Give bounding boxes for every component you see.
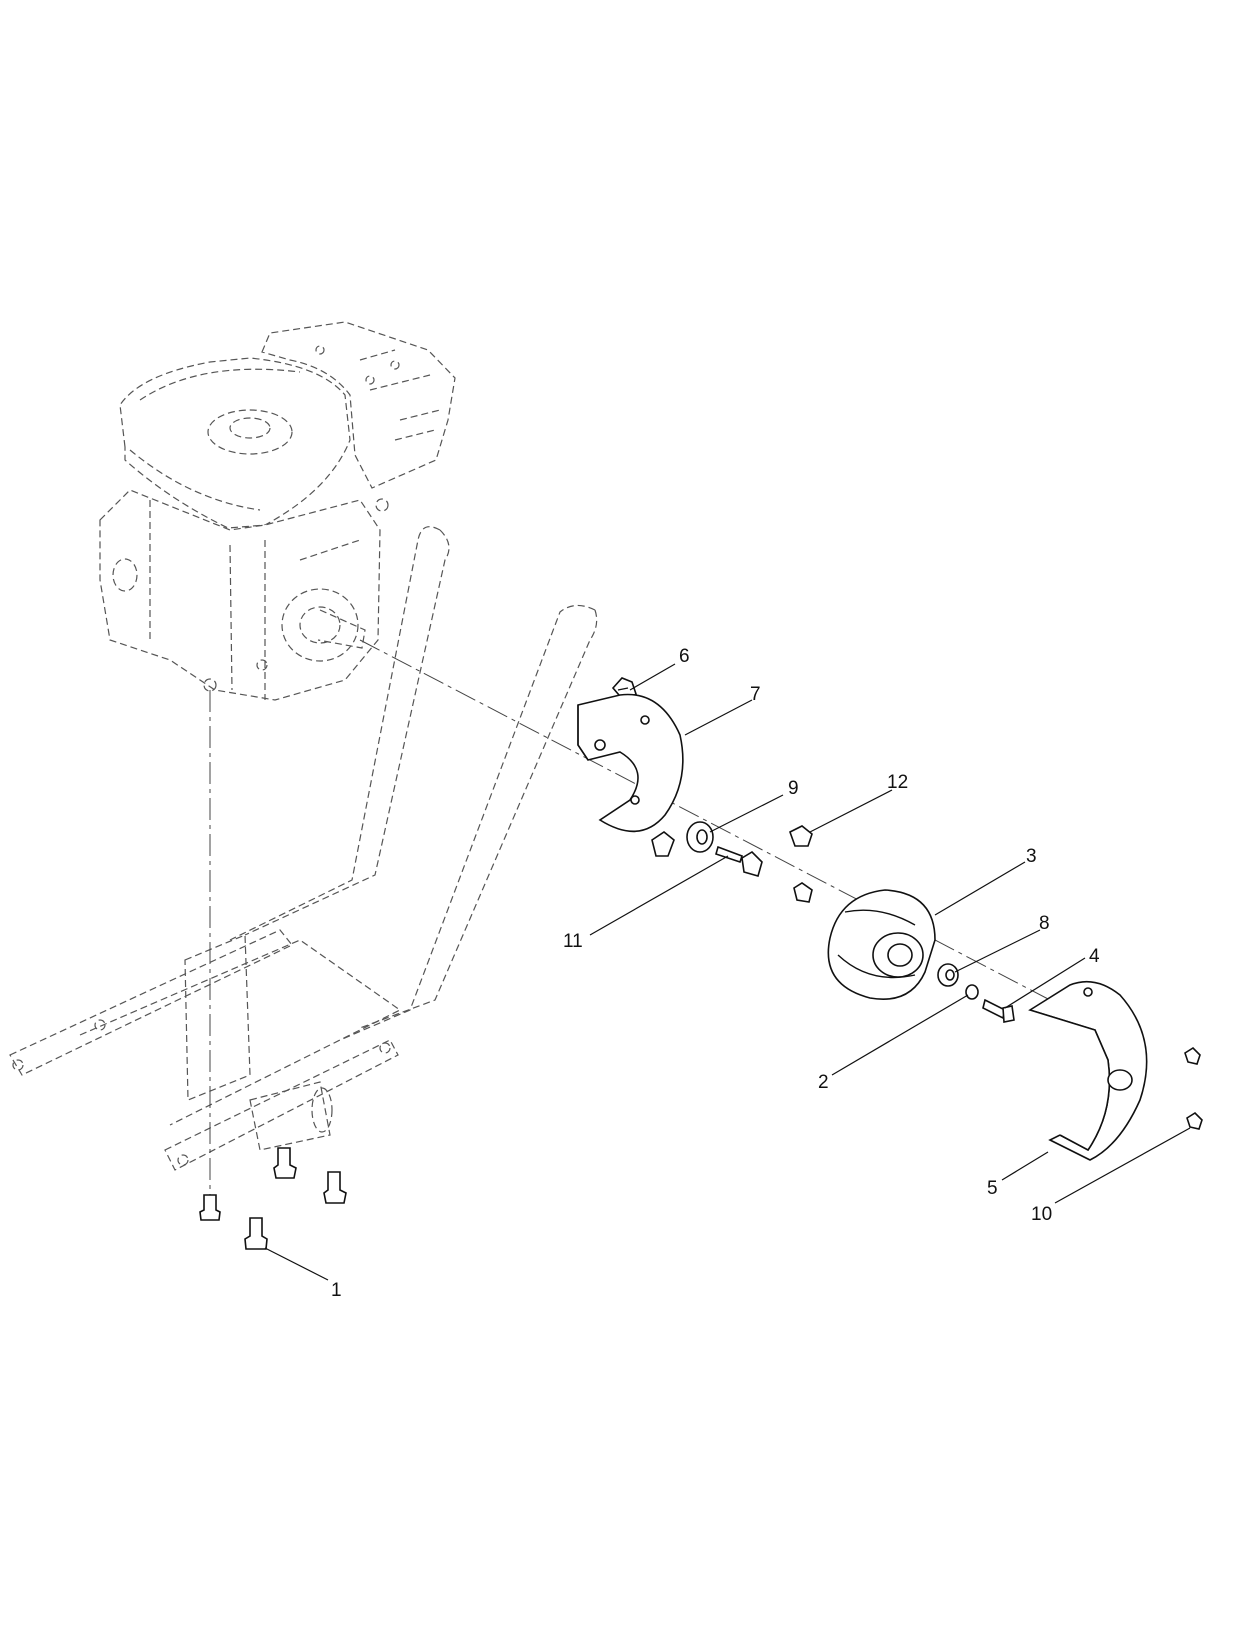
part-9-washer <box>686 821 714 853</box>
part-8-spacer <box>937 963 959 987</box>
part-1-bolts <box>199 1147 347 1250</box>
callout-5: 5 <box>987 1178 998 1199</box>
callout-1: 1 <box>331 1280 342 1301</box>
engine-assembly <box>99 321 456 701</box>
frame-assembly <box>9 526 598 1171</box>
part-7-rear-belt-guard <box>577 693 684 833</box>
callout-4: 4 <box>1089 946 1100 967</box>
callout-labels: 1 2 3 4 5 6 7 8 9 10 11 12 <box>331 646 1100 1301</box>
part-4-bolt <box>982 998 1015 1023</box>
callout-8: 8 <box>1039 913 1050 934</box>
callout-7: 7 <box>750 684 761 705</box>
callout-3: 3 <box>1026 846 1037 867</box>
callout-11: 11 <box>563 931 583 952</box>
clip-nut-lower <box>651 831 675 857</box>
callout-10: 10 <box>1031 1204 1052 1225</box>
callout-6: 6 <box>679 646 690 667</box>
callout-2: 2 <box>818 1072 829 1093</box>
part-10-screws <box>1184 1046 1203 1130</box>
leader-lines <box>264 663 1191 1281</box>
callout-9: 9 <box>788 778 799 799</box>
part-11-key <box>715 845 763 877</box>
part-5-front-belt-guard <box>1028 980 1148 1161</box>
part-2-lock-washer <box>965 984 979 1000</box>
callout-12: 12 <box>887 772 908 793</box>
part-12-flange-bolt <box>789 825 813 903</box>
part-3-pulley <box>827 889 936 1000</box>
